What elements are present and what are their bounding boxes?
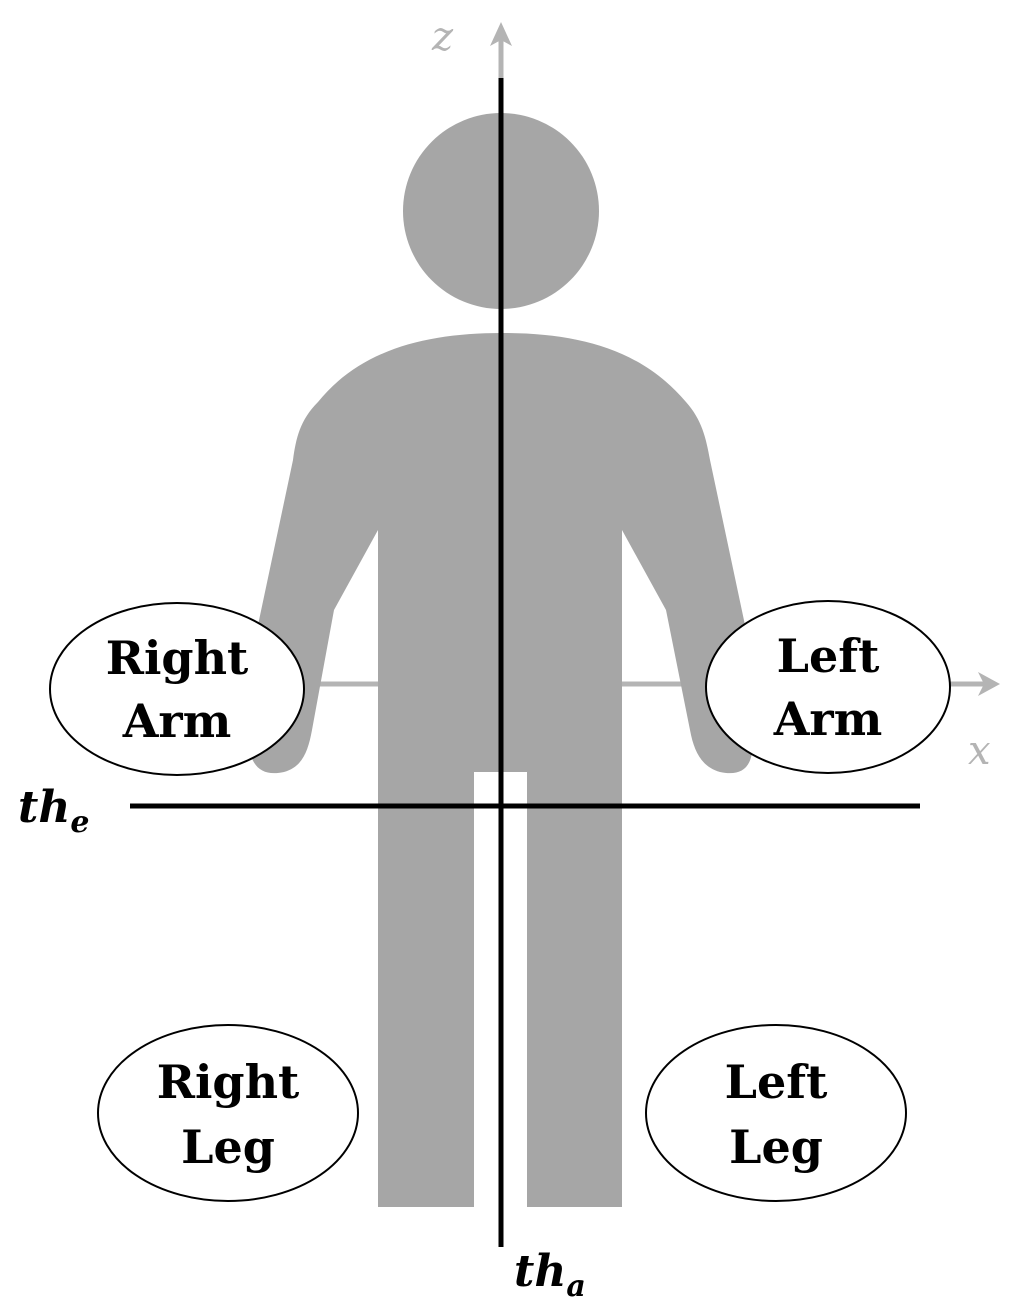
z-axis-arrowhead bbox=[490, 22, 512, 46]
region-right-arm: Right Arm bbox=[49, 602, 305, 776]
left-arm-label-line1: Left bbox=[777, 629, 880, 683]
right-arm-label-line1: Right bbox=[106, 631, 249, 685]
right-leg-label-line2: Leg bbox=[181, 1120, 275, 1174]
x-axis-label: x bbox=[968, 728, 991, 774]
azimuth-threshold-sub: a bbox=[566, 1269, 585, 1304]
left-leg-label-line1: Left bbox=[725, 1055, 828, 1109]
left-leg-ellipse bbox=[645, 1024, 907, 1202]
elevation-threshold-base: th bbox=[18, 782, 70, 833]
x-axis-arrowhead bbox=[978, 672, 1000, 696]
right-leg-ellipse bbox=[97, 1024, 359, 1202]
left-arm-label-line2: Arm bbox=[773, 692, 883, 746]
z-axis-label: z bbox=[431, 14, 454, 60]
right-arm-ellipse bbox=[49, 602, 305, 776]
azimuth-threshold-label: tha bbox=[514, 1246, 586, 1304]
right-arm-label-line2: Arm bbox=[122, 694, 232, 748]
elevation-threshold-sub: e bbox=[70, 805, 89, 840]
z-axis: z bbox=[431, 14, 512, 80]
right-leg-label-line1: Right bbox=[157, 1055, 300, 1109]
left-leg-label-line2: Leg bbox=[729, 1120, 823, 1174]
azimuth-threshold-base: th bbox=[514, 1246, 566, 1297]
elevation-threshold-label: the bbox=[18, 782, 89, 840]
region-left-leg: Left Leg bbox=[645, 1024, 907, 1202]
region-right-leg: Right Leg bbox=[97, 1024, 359, 1202]
region-left-arm: Left Arm bbox=[705, 600, 951, 774]
left-arm-ellipse bbox=[705, 600, 951, 774]
